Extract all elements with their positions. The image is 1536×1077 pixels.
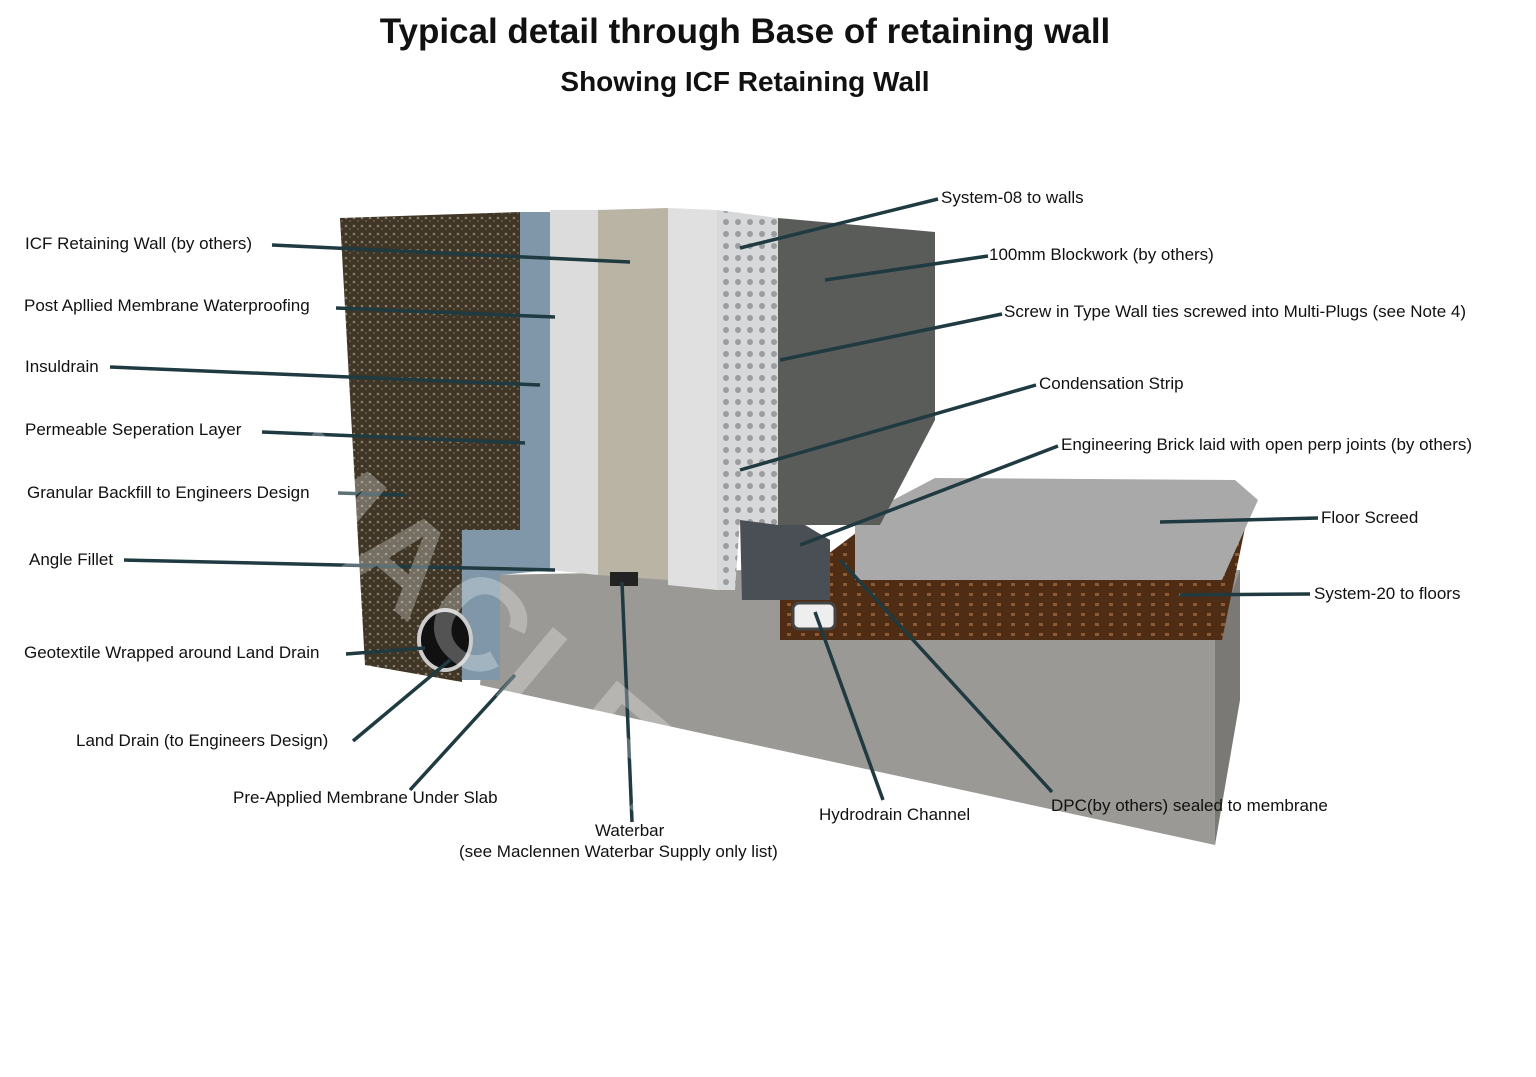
label-hydrodrain: Hydrodrain Channel — [819, 805, 971, 824]
hydrodrain-channel — [791, 601, 837, 631]
label-waterbar: Waterbar — [595, 821, 665, 840]
label-insuldrain: Insuldrain — [25, 357, 99, 376]
label-waterbar-note: (see Maclennen Waterbar Supply only list… — [459, 842, 778, 861]
icf-core — [598, 208, 668, 580]
label-angle-fillet: Angle Fillet — [29, 550, 114, 569]
wall-section-illustration — [109, 197, 1319, 845]
membrane-strip — [462, 212, 550, 680]
diagram-subtitle: Showing ICF Retaining Wall — [560, 66, 930, 97]
system-08-membrane — [717, 210, 778, 590]
waterbar — [610, 572, 638, 586]
label-pre-applied-membrane: Pre-Applied Membrane Under Slab — [233, 788, 498, 807]
label-geotextile: Geotextile Wrapped around Land Drain — [24, 643, 320, 662]
diagram-title: Typical detail through Base of retaining… — [379, 12, 1111, 51]
label-system-08: System-08 to walls — [941, 188, 1084, 207]
leader-lines — [109, 197, 1319, 823]
icf-outer — [550, 210, 598, 575]
icf-inner — [668, 208, 717, 590]
label-system-20: System-20 to floors — [1314, 584, 1461, 603]
label-post-applied-membrane: Post Apllied Membrane Waterproofing — [24, 296, 310, 315]
land-drain — [417, 608, 473, 672]
label-blockwork: 100mm Blockwork (by others) — [989, 245, 1214, 264]
label-wall-ties: Screw in Type Wall ties screwed into Mul… — [1004, 302, 1467, 321]
label-dpc: DPC(by others) sealed to membrane — [1051, 796, 1328, 815]
label-condensation-strip: Condensation Strip — [1039, 374, 1184, 393]
label-floor-screed: Floor Screed — [1321, 508, 1419, 527]
label-permeable-layer: Permeable Seperation Layer — [25, 420, 242, 439]
label-land-drain: Land Drain (to Engineers Design) — [76, 731, 329, 750]
label-icf-wall: ICF Retaining Wall (by others) — [25, 234, 253, 253]
label-engineering-brick: Engineering Brick laid with open perp jo… — [1061, 435, 1473, 454]
floor-screed — [855, 478, 1258, 580]
label-granular-backfill: Granular Backfill to Engineers Design — [27, 483, 310, 502]
engineering-brick — [740, 510, 830, 600]
blockwork — [778, 218, 935, 525]
